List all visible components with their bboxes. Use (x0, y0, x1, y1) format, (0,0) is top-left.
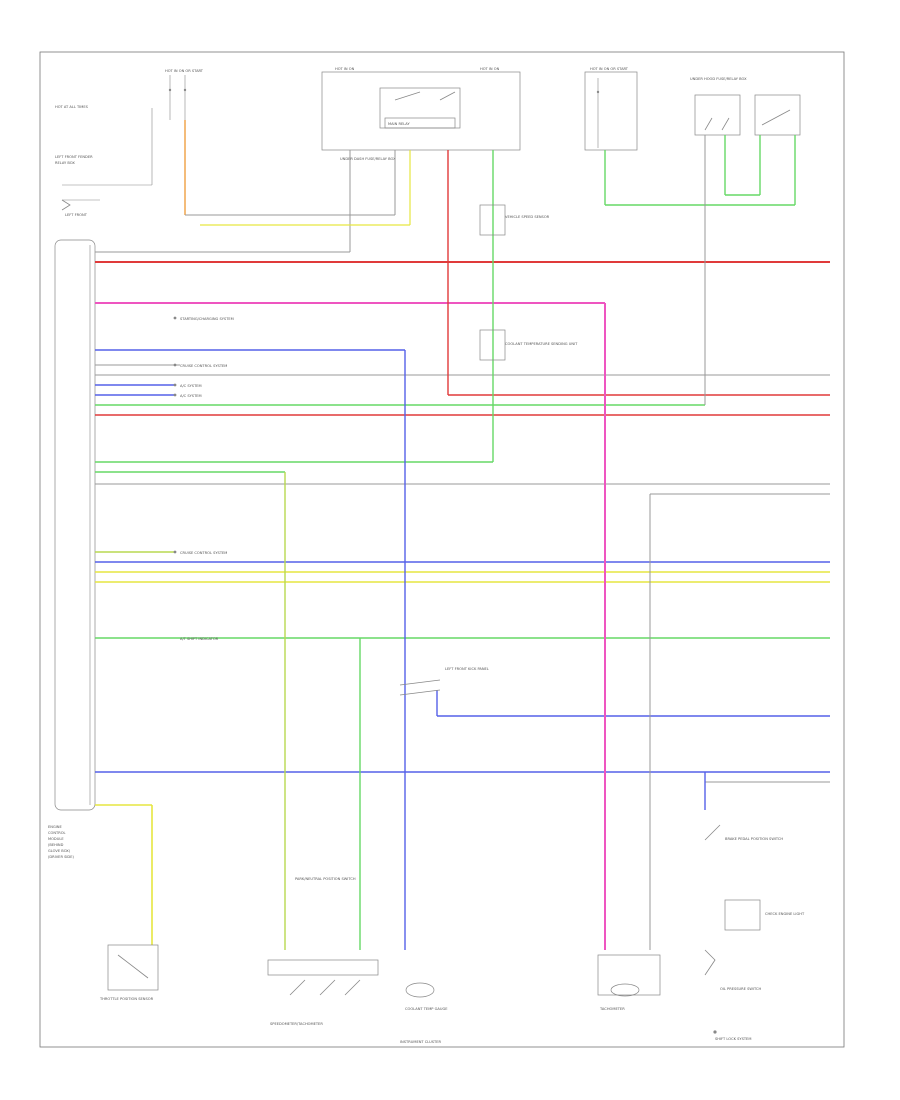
label-hot-in-on-1: HOT IN ON (335, 67, 355, 71)
ecm-label-4: GLOVE BOX) (48, 849, 71, 853)
vehicle-speed-sensor-block: VEHICLE SPEED SENSOR COOLANT TEMPERATURE… (479, 204, 578, 361)
wires-vertical (151, 120, 796, 950)
note-at-shift-indicator: A/T SHIFT INDICATOR (180, 637, 219, 641)
ecm-label-2: MODULE (48, 837, 64, 841)
switch-box-top-right: UNDER HOOD FUSE/RELAY BOX (690, 77, 801, 136)
ecm-label-5: (DRIVER SIDE) (48, 855, 74, 859)
label-hot-at-all-times: HOT AT ALL TIMES (55, 105, 89, 109)
ecm-label-0: ENGINE (48, 825, 62, 829)
label-under-hood-box: UNDER HOOD FUSE/RELAY BOX (690, 77, 747, 81)
label-kick-panel: LEFT FRONT KICK PANEL (445, 667, 489, 671)
label-coolant-temp-gauge: COOLANT TEMP GAUGE (405, 1007, 448, 1011)
diagram-frame (39, 51, 845, 1048)
label-brake-switch: BRAKE PEDAL POSITION SWITCH (725, 837, 783, 841)
fuse-box-left: HOT IN ON OR START (165, 69, 204, 120)
caption-instrument-cluster: INSTRUMENT CLUSTER (400, 1040, 441, 1044)
note-ac-1: A/C SYSTEM (180, 384, 202, 388)
note-cruise-control-1: CRUISE CONTROL SYSTEM (180, 364, 227, 368)
label-park-neutral-switch: PARK/NEUTRAL POSITION SWITCH (295, 877, 356, 881)
label-tps: THROTTLE POSITION SENSOR (99, 997, 154, 1001)
label-under-dash-box: UNDER DASH FUSE/RELAY BOX (340, 157, 396, 161)
wires-horizontal (95, 251, 830, 806)
fuse-box-right: HOT IN ON OR START (584, 67, 638, 151)
label-left-front-fender: LEFT FRONT FENDER (55, 155, 93, 159)
label-main-relay: MAIN RELAY (388, 122, 410, 126)
label-hot-in-on-start-2: HOT IN ON OR START (590, 67, 629, 71)
ecm-label-1: CONTROL (48, 831, 66, 835)
engine-control-module: ENGINE CONTROL MODULE (BEHIND GLOVE BOX)… (48, 239, 96, 859)
tachometer-box: TACHOMETER (597, 954, 661, 1011)
left-fender-relay-box: HOT AT ALL TIMES LEFT FRONT FENDER RELAY… (55, 105, 153, 217)
bottom-right-switches: BRAKE PEDAL POSITION SWITCH CHECK ENGINE… (704, 824, 805, 1041)
label-shift-lock: SHIFT LOCK SYSTEM (715, 1037, 751, 1041)
ecm-label-3: (BEHIND (48, 843, 64, 847)
under-dash-fuse-relay-box: HOT IN ON HOT IN ON MAIN RELAY UNDER DAS… (321, 67, 521, 161)
label-left-front: LEFT FRONT (65, 213, 88, 217)
note-cruise-control-2: CRUISE CONTROL SYSTEM (180, 551, 227, 555)
label-speedo-tach: SPEEDOMETER/TACHOMETER (270, 1022, 323, 1026)
label-coolant-temp-unit: COOLANT TEMPERATURE SENDING UNIT (505, 342, 578, 346)
label-tachometer: TACHOMETER (599, 1007, 625, 1011)
note-starting-charging: STARTING/CHARGING SYSTEM (180, 317, 234, 321)
label-check-engine: CHECK ENGINE LIGHT (765, 912, 805, 916)
label-relay-box: RELAY BOX (55, 161, 75, 165)
note-ac-2: A/C SYSTEM (180, 394, 202, 398)
coolant-temp-gauge: COOLANT TEMP GAUGE (405, 982, 448, 1011)
label-oil-pressure: OIL PRESSURE SWITCH (720, 987, 761, 991)
label-hot-in-on-2: HOT IN ON (480, 67, 500, 71)
label-vehicle-speed-sensor: VEHICLE SPEED SENSOR (505, 215, 550, 219)
coolant-gauge-switch: LEFT FRONT KICK PANEL (399, 667, 489, 696)
throttle-position-sensor: THROTTLE POSITION SENSOR (99, 944, 159, 1001)
system-notes: STARTING/CHARGING SYSTEM CRUISE CONTROL … (173, 316, 234, 641)
speedometer-tachometer: SPEEDOMETER/TACHOMETER PARK/NEUTRAL POSI… (267, 877, 379, 1026)
label-hot-in-on-start: HOT IN ON OR START (165, 69, 204, 73)
